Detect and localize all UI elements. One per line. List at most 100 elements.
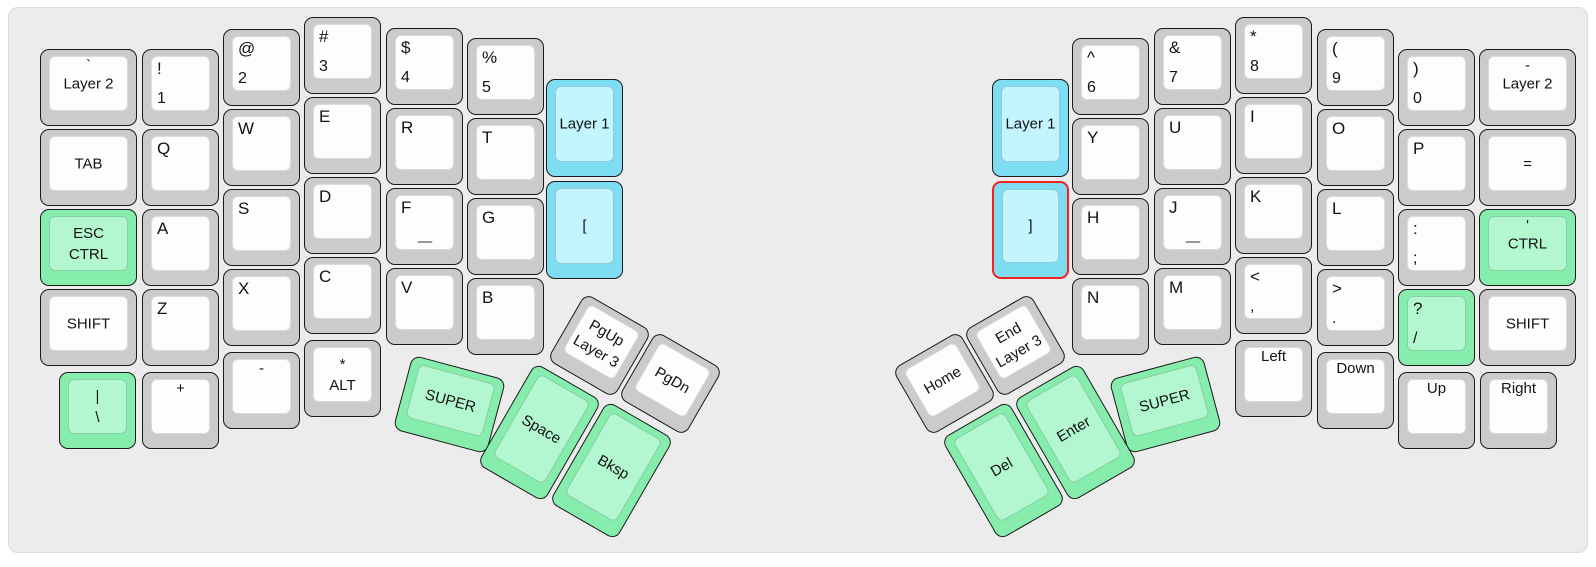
key-b[interactable]: B	[467, 278, 544, 355]
key-0[interactable]: )0	[1398, 49, 1475, 126]
key-label: $	[401, 38, 411, 57]
key-question-slash[interactable]: ?/	[1398, 289, 1475, 366]
keycap-top: *8	[1244, 24, 1303, 79]
key-7[interactable]: &7	[1154, 28, 1231, 105]
key-left-arrow[interactable]: Left	[1235, 340, 1312, 417]
key-layer1-right[interactable]: Layer 1	[992, 79, 1069, 177]
key-r[interactable]: R	[386, 108, 463, 185]
keycap-top: M	[1163, 275, 1222, 330]
key-right-bracket[interactable]: ]	[992, 181, 1069, 279]
key-3[interactable]: #3	[304, 17, 381, 94]
key-equals[interactable]: =	[1479, 129, 1576, 206]
keycap-top: [	[555, 188, 614, 264]
key-u[interactable]: U	[1154, 108, 1231, 185]
key-p[interactable]: P	[1398, 129, 1475, 206]
keycap-top: X	[232, 276, 291, 331]
key-right-arrow[interactable]: Right	[1480, 372, 1557, 449]
key-comma[interactable]: <,	[1235, 257, 1312, 334]
key-t[interactable]: T	[467, 118, 544, 195]
key-tab[interactable]: TAB	[40, 129, 137, 206]
key-down-arrow[interactable]: Down	[1317, 352, 1394, 429]
key-q[interactable]: Q	[142, 129, 219, 206]
key-label: V	[401, 278, 413, 297]
key-label: C	[319, 267, 332, 286]
key-v[interactable]: V	[386, 268, 463, 345]
keycap-top: R	[395, 115, 454, 170]
key-label: SUPER	[423, 385, 478, 416]
key-c[interactable]: C	[304, 257, 381, 334]
key-m[interactable]: M	[1154, 268, 1231, 345]
key-w[interactable]: W	[223, 109, 300, 186]
key-label: A	[157, 219, 169, 238]
key-label: :	[1413, 219, 1418, 238]
key-x[interactable]: X	[223, 269, 300, 346]
key-k[interactable]: K	[1235, 177, 1312, 254]
key-g[interactable]: G	[467, 198, 544, 275]
key-label: D	[319, 187, 332, 206]
key-star-alt[interactable]: * ALT	[304, 340, 381, 417]
key-label: Space	[518, 411, 565, 448]
key-label: S	[238, 199, 250, 218]
key-6[interactable]: ^6	[1072, 38, 1149, 115]
key-d[interactable]: D	[304, 177, 381, 254]
key-shift-left[interactable]: SHIFT	[40, 289, 137, 366]
keycap-top: ]	[1002, 189, 1059, 263]
keycap-top: -Layer 2	[1488, 56, 1567, 111]
key-a[interactable]: A	[142, 209, 219, 286]
key-l[interactable]: L	[1317, 189, 1394, 266]
key-shift-right[interactable]: SHIFT	[1479, 289, 1576, 366]
key-i[interactable]: I	[1235, 97, 1312, 174]
key-quote-ctrl[interactable]: 'CTRL	[1479, 209, 1576, 286]
key-label: E	[319, 107, 331, 126]
key-9[interactable]: (9	[1317, 29, 1394, 106]
key-label: (	[1332, 39, 1338, 58]
key-label: P	[1413, 139, 1425, 158]
key-pipe-backslash[interactable]: | \	[59, 372, 136, 449]
key-4[interactable]: $4	[386, 28, 463, 105]
key-y[interactable]: Y	[1072, 118, 1149, 195]
key-label: =	[1523, 155, 1532, 172]
keycap-top: L	[1326, 196, 1385, 251]
key-o[interactable]: O	[1317, 109, 1394, 186]
key-label: 7	[1169, 68, 1178, 86]
keycap-top: (9	[1326, 36, 1385, 91]
key-label: W	[238, 119, 255, 138]
key-j[interactable]: J	[1154, 188, 1231, 265]
keycap-top: U	[1163, 115, 1222, 170]
key-label: 4	[401, 68, 410, 86]
keycap-top: SUPER	[1119, 363, 1210, 438]
keycap-top: %5	[476, 45, 535, 100]
key-label: I	[1250, 107, 1255, 126]
key-label: ,	[1250, 297, 1255, 315]
key-period[interactable]: >.	[1317, 269, 1394, 346]
key-z[interactable]: Z	[142, 289, 219, 366]
key-colon-semicolon[interactable]: :;	[1398, 209, 1475, 286]
key-plus[interactable]: +	[142, 372, 219, 449]
key-5[interactable]: %5	[467, 38, 544, 115]
key-up-arrow[interactable]: Up	[1398, 372, 1475, 449]
key-esc-ctrl[interactable]: ESC CTRL	[40, 209, 137, 286]
key-minus[interactable]: -	[223, 352, 300, 429]
key-label: Down	[1336, 360, 1375, 377]
key-1[interactable]: !1	[142, 49, 219, 126]
key-label: * ALT	[329, 355, 356, 394]
key-layer1-left[interactable]: Layer 1	[546, 79, 623, 177]
key-e[interactable]: E	[304, 97, 381, 174]
key-grave-layer2[interactable]: `Layer 2	[40, 49, 137, 126]
key-left-bracket[interactable]: [	[546, 181, 623, 279]
keycap-top: B	[476, 285, 535, 340]
keycap-top: )0	[1407, 56, 1466, 111]
key-minus-layer2[interactable]: -Layer 2	[1479, 49, 1576, 126]
keycap-top: F	[395, 195, 454, 250]
key-h[interactable]: H	[1072, 198, 1149, 275]
keycap-top: TAB	[49, 136, 128, 191]
key-label: #	[319, 27, 329, 46]
keycap-top: :;	[1407, 216, 1466, 271]
keycap-top: G	[476, 205, 535, 260]
key-2[interactable]: @2	[223, 29, 300, 106]
key-n[interactable]: N	[1072, 278, 1149, 355]
key-label: U	[1169, 118, 1182, 137]
key-f[interactable]: F	[386, 188, 463, 265]
key-8[interactable]: *8	[1235, 17, 1312, 94]
key-s[interactable]: S	[223, 189, 300, 266]
